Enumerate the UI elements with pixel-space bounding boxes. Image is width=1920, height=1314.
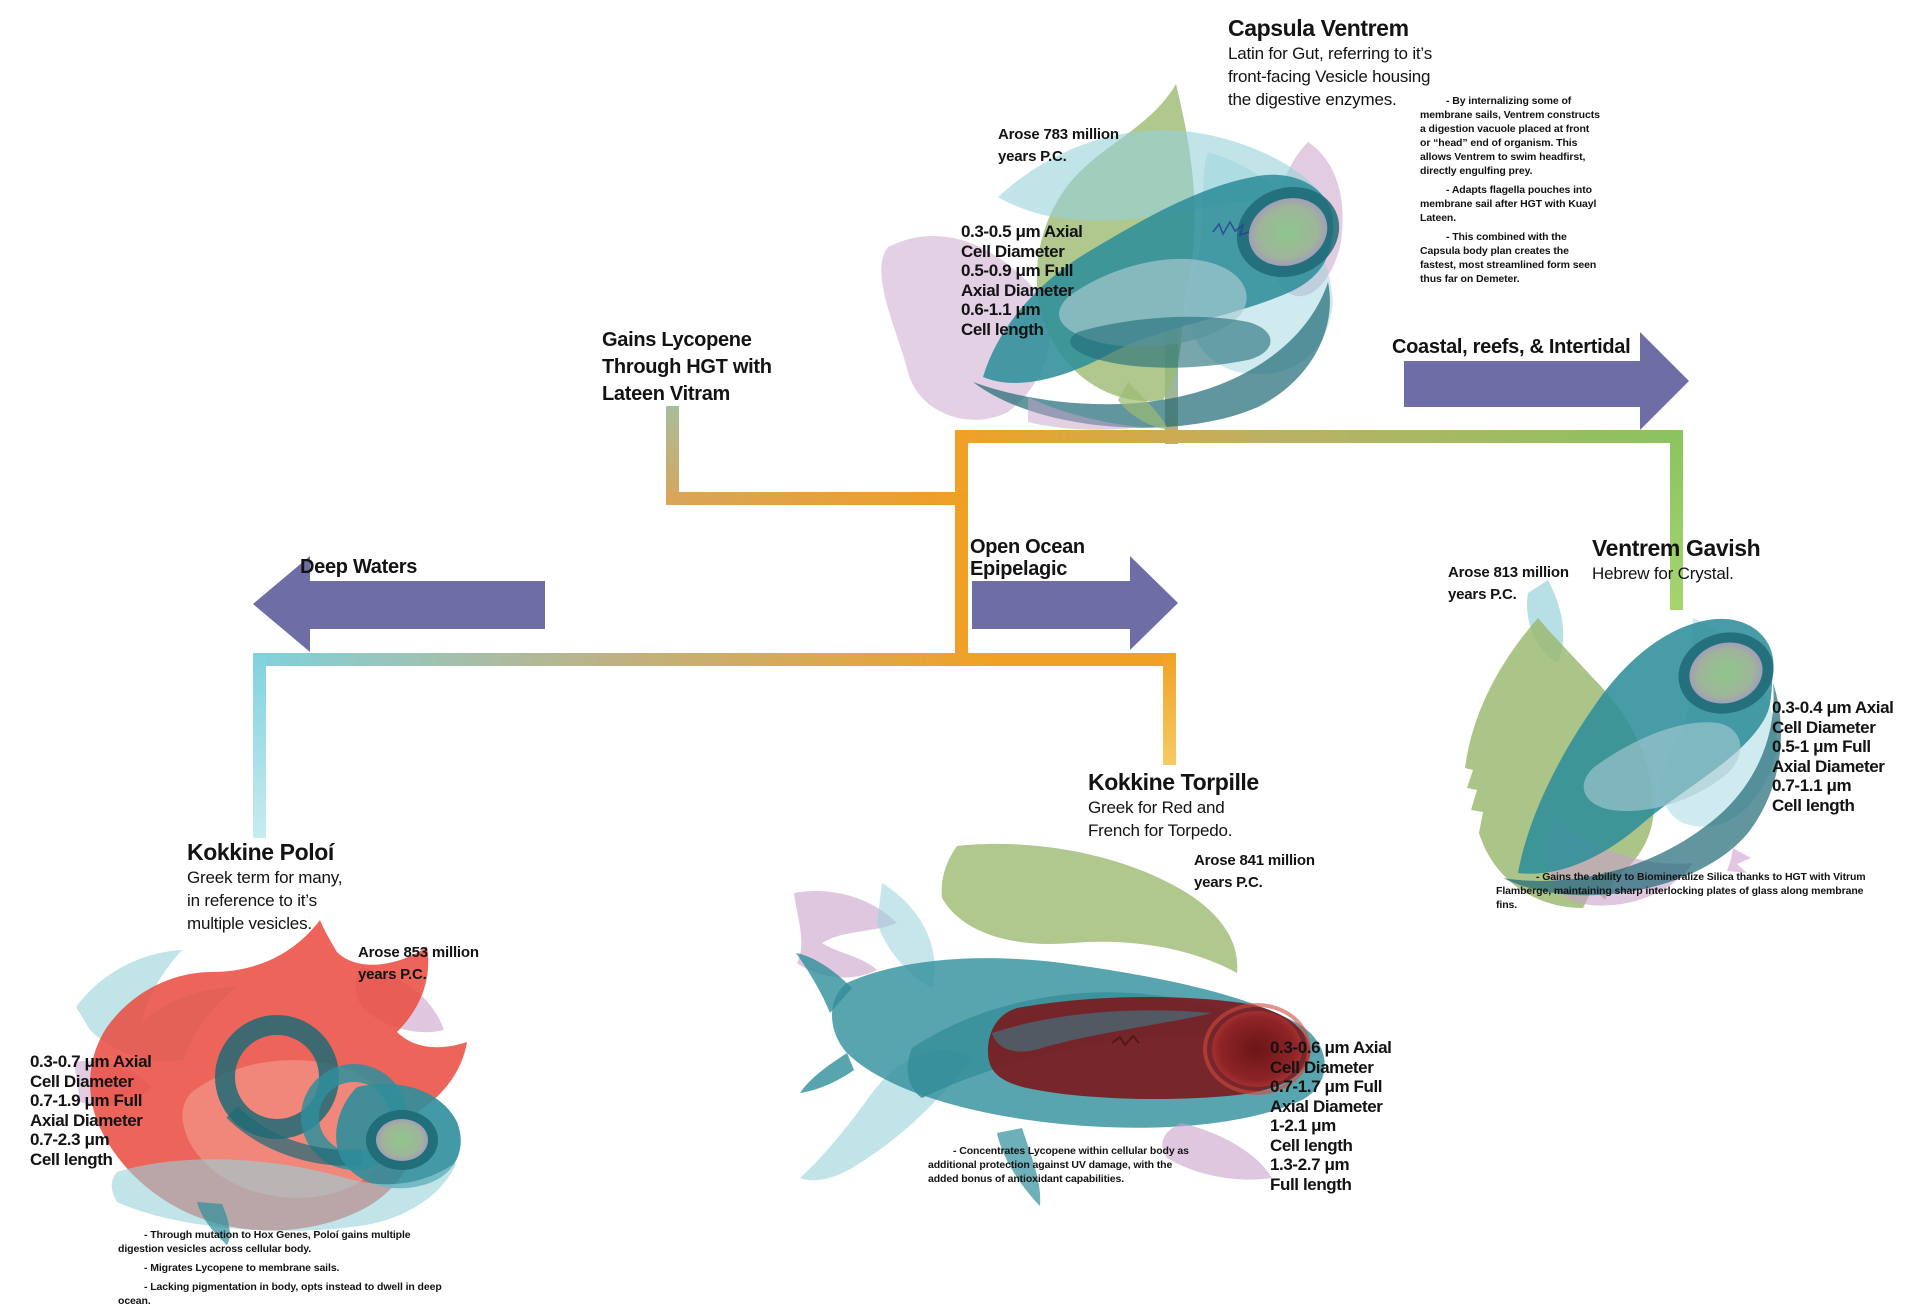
poloi-note: - Through mutation to Hox Genes, Poloí g… [118, 1229, 411, 1255]
branch-poloi-vertical [253, 653, 266, 838]
torpille-etymology: Greek for Red and French for Torpedo. [1088, 798, 1233, 840]
gavish-name: Ventrem Gavish [1592, 535, 1761, 561]
capsula-ventrem-illustration [881, 84, 1343, 430]
open-ocean-label: Open Ocean Epipelagic [970, 536, 1085, 580]
capsula-note: - By internalizing some of membrane sail… [1420, 95, 1600, 177]
torpille-vesicle-glow [1203, 1003, 1311, 1095]
poloi-measurements: 0.3-0.7 μm Axial Cell Diameter 0.7-1.9 μ… [30, 1052, 152, 1169]
torpille-measurements: 0.3-0.6 μm Axial Cell Diameter 0.7-1.7 μ… [1270, 1038, 1392, 1194]
torpille-note: - Concentrates Lycopene within cellular … [928, 1145, 1189, 1185]
torpille-nucleus-scribble [1111, 1034, 1140, 1047]
gavish-dark-band [1503, 683, 1781, 896]
torpille-notes: - Concentrates Lycopene within cellular … [928, 1144, 1193, 1191]
gavish-note: - Gains the ability to Biomineralize Sil… [1496, 871, 1866, 911]
capsula-etymology: Latin for Gut, referring to it’s front-f… [1228, 44, 1432, 109]
capsula-nucleus-scribble [1212, 220, 1250, 237]
capsula-notes: - By internalizing some of membrane sail… [1420, 94, 1600, 291]
torpille-name: Kokkine Torpille [1088, 769, 1259, 795]
capsula-gut-loop [1070, 316, 1271, 368]
deep-waters-label: Deep Waters [300, 556, 418, 578]
kokkine-poloi-illustration [74, 920, 467, 1245]
gavish-measurements: 0.3-0.4 μm Axial Cell Diameter 0.5-1 μm … [1772, 698, 1894, 815]
capsula-title-block: Capsula Ventrem Latin for Gut, referring… [1228, 14, 1432, 111]
branch-lycopene-horizontal [666, 492, 968, 505]
poloi-vesicle [376, 1119, 428, 1161]
kokkine-torpille-illustration [794, 843, 1325, 1206]
torpille-mauve-spikes [794, 891, 897, 978]
coastal-label: Coastal, reefs, & Intertidal [1392, 336, 1631, 358]
gains-lycopene-label: Gains Lycopene Through HGT with Lateen V… [602, 329, 772, 405]
poloi-note: - Migrates Lycopene to membrane sails. [144, 1262, 340, 1274]
torpille-title-block: Kokkine Torpille Greek for Red and Frenc… [1088, 768, 1259, 842]
torpille-pink-blob [1162, 1123, 1272, 1180]
capsula-name: Capsula Ventrem [1228, 15, 1409, 41]
branch-top-horizontal [955, 430, 1683, 443]
torpille-teal-overlay [992, 1010, 1212, 1052]
branch-lower-horizontal [253, 653, 1176, 666]
capsula-tail-pink [1028, 397, 1138, 430]
poloi-title-block: Kokkine Poloí Greek term for many, in re… [187, 838, 343, 935]
poloi-note: - Lacking pigmentation in body, opts ins… [118, 1281, 442, 1307]
capsula-vesicle [1248, 198, 1328, 266]
ventrem-gavish-illustration [1465, 580, 1781, 908]
torpille-bottom-tail [997, 1128, 1041, 1206]
capsula-tail-green [1118, 382, 1168, 430]
torpille-tail-upper [796, 953, 852, 1013]
capsula-dark-tail [973, 282, 1330, 428]
gavish-pink-plate [1727, 848, 1751, 873]
gavish-inner-fold [1583, 722, 1741, 812]
poloi-arose: Arose 853 million years P.C. [358, 944, 479, 983]
gavish-etymology: Hebrew for Crystal. [1592, 564, 1734, 583]
gavish-vesicle [1689, 642, 1763, 704]
poloi-cyan-wave [111, 1159, 457, 1231]
torpille-vesicle [1212, 1011, 1302, 1087]
poloi-name: Kokkine Poloí [187, 839, 334, 865]
torpille-arose: Arose 841 million years P.C. [1194, 852, 1315, 891]
branch-center-vertical [955, 430, 968, 666]
torpille-tail-lower [800, 1053, 854, 1093]
capsula-note: - Adapts flagella pouches into membrane … [1420, 184, 1597, 224]
capsula-arose: Arose 783 million years P.C. [998, 126, 1119, 165]
branch-torpille-vertical [1163, 653, 1176, 765]
capsula-measurements: 0.3-0.5 μm Axial Cell Diameter 0.5-0.9 μ… [961, 222, 1083, 339]
poloi-etymology: Greek term for many, in reference to it’… [187, 868, 343, 933]
poloi-bottom-tail [197, 1202, 230, 1245]
gavish-notes: - Gains the ability to Biomineralize Sil… [1496, 870, 1876, 917]
gavish-arose: Arose 813 million years P.C. [1448, 564, 1569, 603]
torpille-green-sail [941, 843, 1238, 973]
capsula-note: - This combined with the Capsula body pl… [1420, 231, 1597, 285]
open-ocean-arrow [972, 556, 1178, 650]
gavish-title-block: Ventrem Gavish Hebrew for Crystal. [1592, 534, 1761, 585]
branch-lycopene-vertical [666, 406, 679, 505]
branch-gavish-vertical [1670, 430, 1683, 610]
poloi-notes: - Through mutation to Hox Genes, Poloí g… [118, 1228, 458, 1313]
torpille-cyan-fin [877, 883, 935, 988]
coastal-arrow [1404, 332, 1689, 430]
deep-waters-arrow [253, 556, 545, 652]
